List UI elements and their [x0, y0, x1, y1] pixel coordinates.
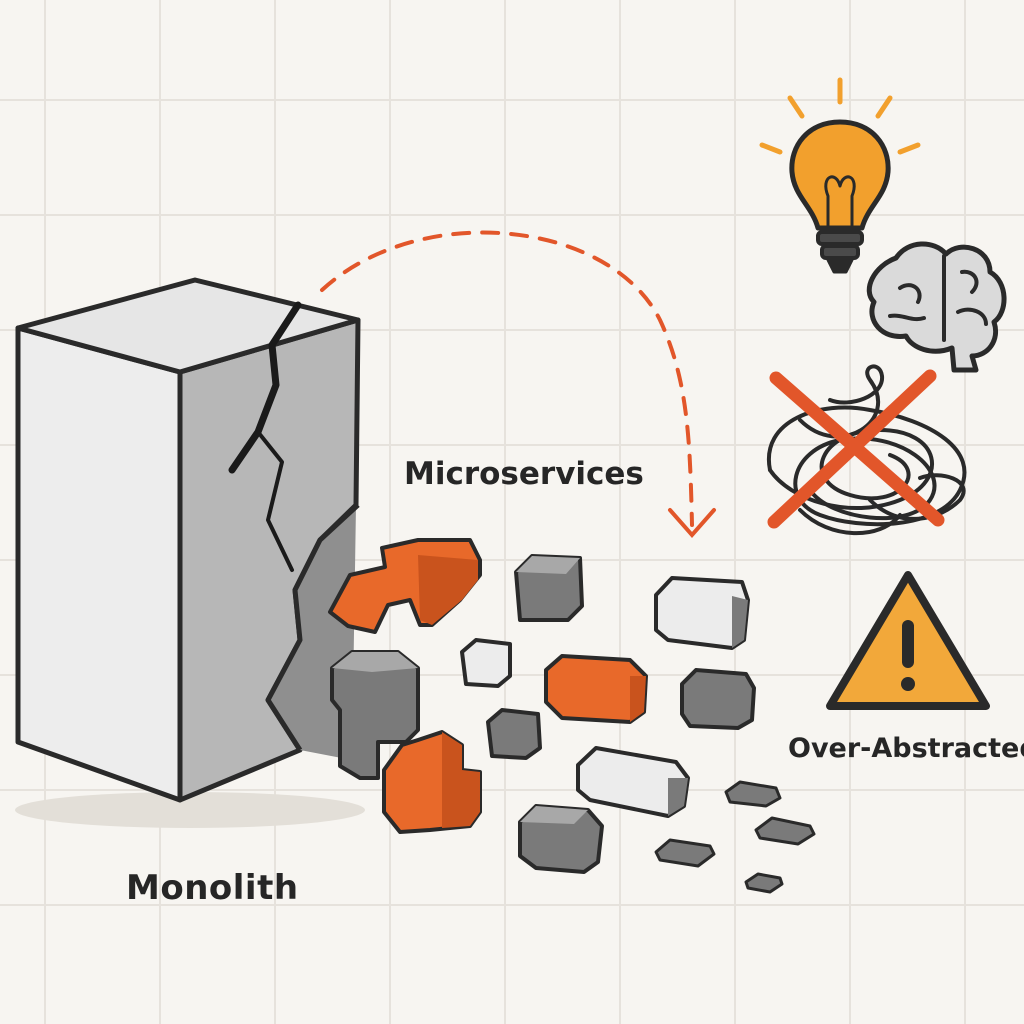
fragment-gray-cube-bottom: [518, 804, 604, 874]
fragment-gray-l: [330, 650, 420, 780]
microservice-fragments: [328, 538, 816, 894]
lightbulb-icon: [759, 77, 921, 274]
fragment-small-white-cube: [460, 638, 512, 688]
over-abstracted-label: Over-Abstracted: [788, 733, 1024, 764]
fragment-tile: [724, 780, 782, 808]
fragment-gray-cube: [514, 554, 584, 622]
fragment-orange-l-bottom: [382, 730, 482, 834]
brain-icon: [866, 241, 1007, 373]
tangled-scribble-icon: [766, 364, 967, 536]
fragment-gray-cube-right: [680, 668, 756, 730]
fragment-white-long-bar: [576, 746, 690, 818]
warning-triangle-icon: [826, 571, 990, 710]
fragment-tile: [754, 816, 816, 846]
monolith-label: Monolith: [126, 868, 299, 908]
fragment-tile: [654, 838, 716, 868]
fragment-small-gray-cube: [486, 708, 542, 760]
fragment-orange-bar: [544, 654, 648, 724]
fragment-tile: [744, 872, 784, 894]
red-x-icon: [767, 369, 945, 529]
microservices-label: Microservices: [404, 456, 644, 492]
fragment-white-bar: [654, 576, 750, 650]
fragment-orange-l-top: [328, 538, 482, 634]
monolith-block: [15, 277, 365, 828]
dashed-arrow-icon: [320, 230, 716, 539]
